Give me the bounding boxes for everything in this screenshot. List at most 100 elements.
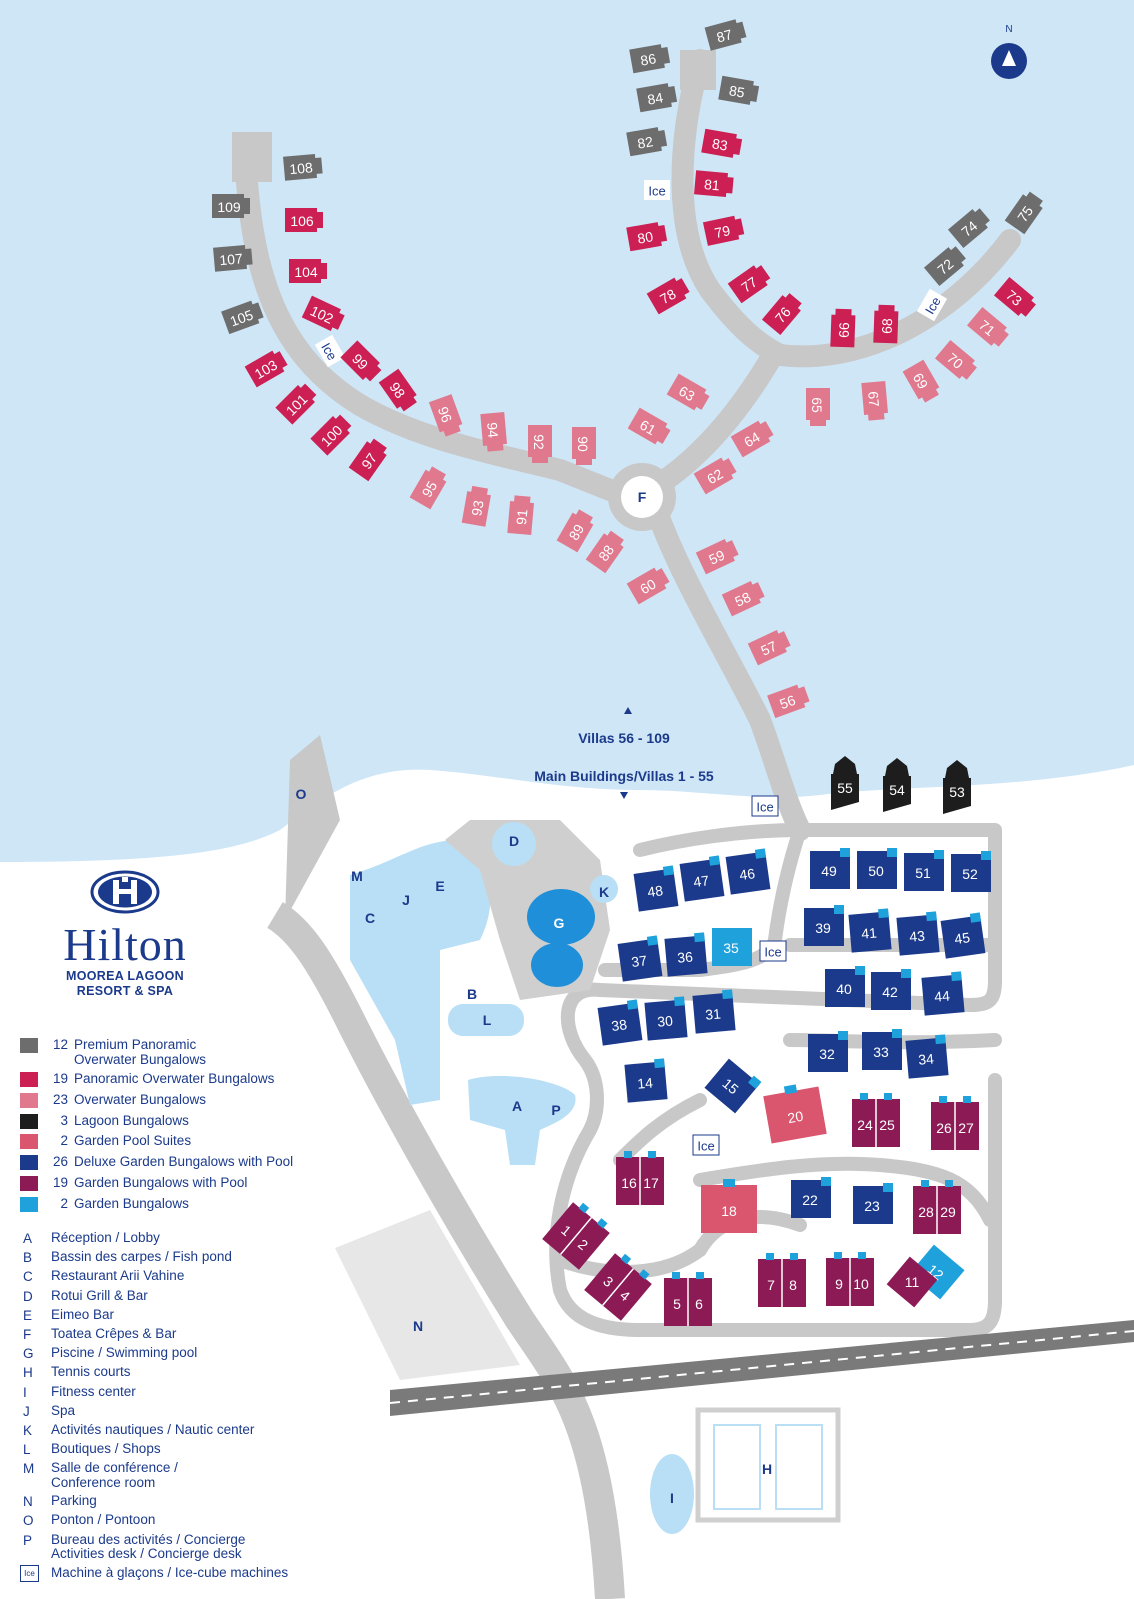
bungalow-96[interactable]: 96 (428, 394, 465, 438)
swimming-pool-G[interactable] (527, 889, 595, 945)
bungalow-60[interactable]: 60 (626, 565, 672, 605)
parking-N[interactable] (335, 1210, 520, 1380)
bungalow-78[interactable]: 78 (646, 275, 692, 315)
bungalow-58[interactable]: 58 (721, 579, 767, 617)
bungalow-40[interactable]: 40 (825, 966, 865, 1007)
bungalow-35[interactable]: 35 (712, 928, 752, 966)
bungalow-84[interactable]: 84 (636, 82, 678, 113)
bungalow-15[interactable]: 15 (704, 1056, 762, 1114)
bungalow-32[interactable]: 32 (808, 1031, 848, 1072)
bungalow-73[interactable]: 73 (993, 276, 1039, 320)
main-building-CJE[interactable] (350, 840, 491, 1105)
bungalow-18[interactable]: 18 (701, 1179, 757, 1233)
bungalow-36[interactable]: 36 (664, 932, 708, 977)
bungalow-86[interactable]: 86 (629, 43, 671, 74)
bungalow-67[interactable]: 67 (861, 381, 889, 421)
bungalow-30[interactable]: 30 (644, 996, 688, 1041)
bungalow-89[interactable]: 89 (556, 507, 597, 553)
bungalow-55[interactable]: 55 (831, 756, 859, 810)
bungalow-79[interactable]: 79 (702, 215, 745, 246)
bungalow-98[interactable]: 98 (378, 368, 420, 414)
bungalow-20[interactable]: 20 (762, 1081, 827, 1144)
bungalow-97[interactable]: 97 (348, 436, 390, 482)
bungalow-106[interactable]: 106 (285, 208, 323, 232)
tennis-courts-H[interactable] (695, 1407, 841, 1523)
bungalow-105[interactable]: 105 (221, 299, 265, 335)
bungalow-49[interactable]: 49 (810, 848, 850, 889)
bungalow-77[interactable]: 77 (727, 262, 773, 304)
bungalow-68[interactable]: 68 (873, 304, 899, 344)
bungalow-31[interactable]: 31 (692, 989, 736, 1034)
bungalow-83[interactable]: 83 (701, 128, 743, 159)
bungalow-62[interactable]: 62 (693, 455, 739, 495)
bungalow-22[interactable]: 22 (791, 1177, 831, 1218)
bungalow-69[interactable]: 69 (902, 359, 943, 405)
bungalow-74[interactable]: 74 (947, 205, 993, 249)
facility-F-marker[interactable] (621, 476, 663, 518)
ice-machine-icon[interactable]: Ice (692, 1134, 720, 1156)
ice-machine-icon[interactable]: Ice (916, 288, 948, 322)
bungalow-53[interactable]: 53 (943, 760, 971, 814)
bungalow-39[interactable]: 39 (804, 905, 844, 946)
bungalow-34[interactable]: 34 (905, 1034, 949, 1079)
bungalow-95[interactable]: 95 (409, 464, 450, 510)
bungalow-41[interactable]: 41 (848, 908, 892, 953)
ice-machine-icon[interactable]: Ice (759, 940, 787, 962)
bungalow-88[interactable]: 88 (585, 528, 627, 574)
ice-machine-icon[interactable]: Ice (751, 795, 779, 817)
shops-L[interactable] (448, 1004, 524, 1036)
ice-machine-icon[interactable]: Ice (314, 334, 346, 368)
bungalow-23[interactable]: 23 (853, 1183, 893, 1224)
bungalow-50[interactable]: 50 (857, 848, 897, 889)
bungalow-102[interactable]: 102 (301, 295, 347, 334)
bungalow-93[interactable]: 93 (461, 485, 492, 527)
bungalow-37[interactable]: 37 (617, 935, 663, 982)
bungalow-47[interactable]: 47 (679, 855, 725, 902)
bungalow-92[interactable]: 92 (528, 425, 552, 463)
reception-AP[interactable] (468, 1075, 576, 1165)
bungalow-66[interactable]: 66 (830, 308, 856, 348)
bungalow-51[interactable]: 51 (904, 850, 944, 891)
bungalow-82[interactable]: 82 (626, 126, 668, 157)
bungalow-87[interactable]: 87 (704, 18, 748, 51)
fitness-center-I[interactable] (650, 1454, 694, 1534)
bungalow-99[interactable]: 99 (340, 340, 384, 384)
bungalow-81[interactable]: 81 (694, 170, 734, 198)
bungalow-65[interactable]: 65 (806, 388, 830, 426)
bungalow-54[interactable]: 54 (883, 758, 911, 812)
bungalow-33[interactable]: 33 (862, 1029, 902, 1070)
bungalow-91[interactable]: 91 (507, 495, 535, 535)
bungalow-70[interactable]: 70 (934, 339, 980, 383)
bungalow-43[interactable]: 43 (896, 911, 940, 956)
ice-machine-icon[interactable]: Ice (644, 180, 670, 200)
bungalow-42[interactable]: 42 (871, 969, 911, 1010)
bungalow-14[interactable]: 14 (624, 1058, 668, 1103)
bungalow-57[interactable]: 57 (747, 628, 793, 666)
bungalow-38[interactable]: 38 (597, 999, 643, 1046)
bungalow-76[interactable]: 76 (761, 290, 805, 336)
bungalow-104[interactable]: 104 (289, 259, 327, 283)
nautic-center-K[interactable] (590, 875, 618, 903)
bungalow-109[interactable]: 109 (212, 194, 250, 218)
bungalow-63[interactable]: 63 (666, 373, 712, 414)
bungalow-46[interactable]: 46 (725, 848, 771, 895)
bungalow-90[interactable]: 90 (572, 427, 596, 465)
rotui-grill-D[interactable] (492, 822, 536, 866)
bungalow-pair-1-2[interactable]: 12 (542, 1198, 613, 1270)
bungalow-94[interactable]: 94 (480, 412, 508, 452)
bungalow-48[interactable]: 48 (633, 865, 679, 912)
bungalow-107[interactable]: 107 (213, 244, 253, 272)
bungalow-72[interactable]: 72 (923, 243, 969, 287)
bungalow-75[interactable]: 75 (1004, 189, 1046, 235)
bungalow-44[interactable]: 44 (921, 971, 965, 1016)
bungalow-pair-3-4[interactable]: 34 (584, 1249, 655, 1321)
bungalow-45[interactable]: 45 (940, 912, 986, 959)
bungalow-80[interactable]: 80 (626, 221, 668, 252)
pontoon-O[interactable] (285, 735, 340, 920)
bungalow-61[interactable]: 61 (627, 407, 673, 448)
